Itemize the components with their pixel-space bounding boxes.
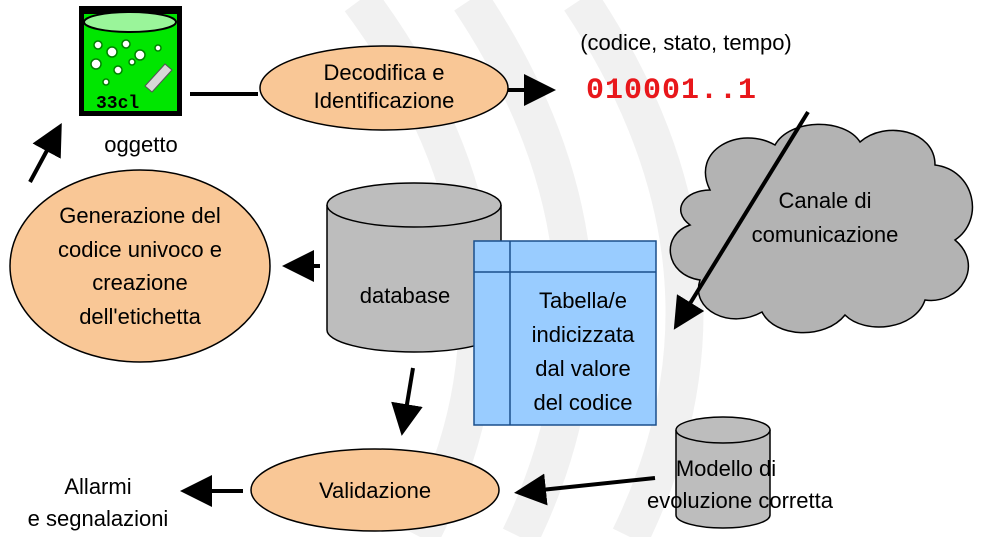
model-label-line2: evoluzione corretta (647, 488, 833, 513)
model-cylinder (675, 416, 771, 529)
decode-label-line1: Decodifica e (323, 60, 445, 85)
arrow-model-to-validation (514, 473, 656, 506)
channel-label-line2: comunicazione (751, 222, 899, 247)
arrow-code-to-table (673, 110, 810, 330)
channel-label-line1: Canale di (778, 188, 872, 213)
generation-label-line2: codice univoco e (58, 237, 222, 262)
generation-label-line4: dell'etichetta (79, 304, 201, 329)
validation-ellipse (250, 448, 500, 532)
table-label-line1: Tabella/e (538, 288, 628, 313)
database-cylinder (326, 182, 502, 353)
table-label-line3: dal valore (535, 356, 631, 381)
object-label: oggetto (104, 132, 178, 157)
code-tuple: (codice, stato, tempo) (580, 30, 792, 55)
alarms-label-line1: Allarmi (64, 474, 132, 499)
generation-label-line1: Generazione del (59, 203, 221, 228)
table-label-line2: indicizzata (531, 322, 635, 347)
table-label-line4: del codice (533, 390, 633, 415)
can-volume-label: 33cl (96, 94, 139, 114)
can-icon (79, 6, 182, 116)
index-table (473, 240, 657, 426)
code-value: 010001..1 (586, 74, 758, 108)
channel-cloud (669, 123, 974, 334)
arrow-db-to-validation (391, 367, 423, 436)
model-label-line1: Modello di (675, 456, 777, 481)
database-label: database (359, 283, 451, 308)
arrow-generation-to-can (28, 122, 62, 183)
validation-label: Validazione (318, 478, 432, 503)
generation-ellipse (9, 169, 271, 363)
decode-label-line2: Identificazione (313, 88, 455, 113)
alarms-label-line2: e segnalazioni (27, 506, 169, 531)
generation-label-line3: creazione (92, 270, 188, 295)
